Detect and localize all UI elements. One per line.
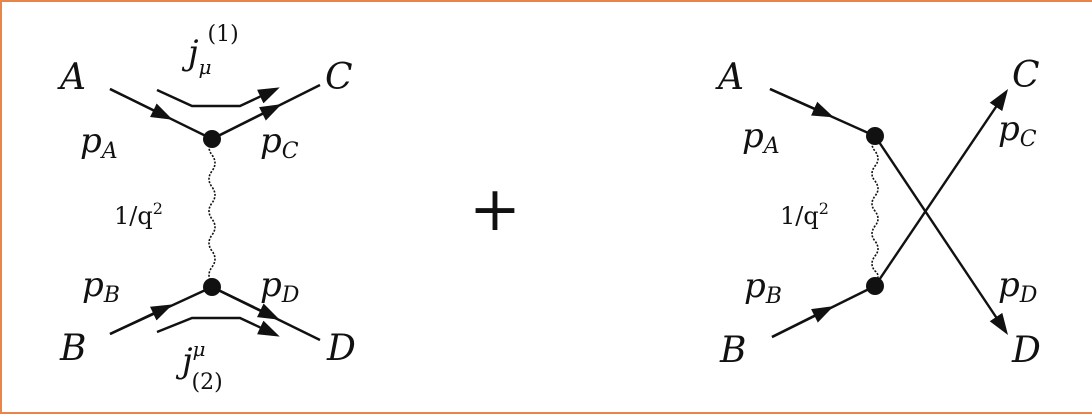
- momentum-pc: pC: [260, 121, 299, 164]
- propagator-label-left: 1/q2: [114, 199, 163, 230]
- arrow-b-right: [771, 306, 834, 339]
- vertex-top-right: [866, 127, 884, 145]
- momentum-pb: pB: [82, 265, 120, 308]
- photon-propagator-right: [871, 135, 879, 287]
- current-arrow-bottom: [156, 316, 280, 337]
- vertex-bottom: [203, 278, 221, 296]
- momentum-pc-right: pC: [998, 109, 1037, 152]
- label-a: A: [57, 57, 86, 98]
- arrow-b: [109, 304, 173, 336]
- line-to-d: [874, 135, 1009, 335]
- label-a-right: A: [715, 57, 744, 98]
- label-c: C: [325, 57, 353, 98]
- plus-operator: +: [469, 172, 521, 245]
- vertex-top: [203, 130, 221, 148]
- arrow-d: [211, 285, 280, 320]
- current-top-label: jμ(1): [181, 22, 239, 79]
- photon-propagator: [208, 138, 216, 288]
- arrow-c: [211, 104, 282, 141]
- propagator-label-right: 1/q2: [780, 199, 829, 230]
- label-b-right: B: [719, 330, 746, 371]
- right-diagram: [769, 87, 1009, 339]
- label-c-right: C: [1012, 55, 1040, 96]
- momentum-pa: pA: [80, 121, 118, 164]
- momentum-pb-right: pB: [744, 266, 782, 309]
- label-d: D: [326, 328, 356, 369]
- left-diagram: [109, 83, 321, 342]
- current-bottom-label: jμ(2): [175, 337, 223, 395]
- arrow-a: [109, 87, 173, 120]
- label-b: B: [59, 328, 86, 369]
- current-arrow-top: [156, 87, 280, 108]
- line-to-c: [874, 89, 1009, 287]
- arrow-a-right: [769, 87, 834, 118]
- momentum-pd: pD: [260, 265, 300, 308]
- momentum-pa-right: pA: [742, 116, 780, 159]
- label-d-right: D: [1011, 330, 1041, 371]
- momentum-pd-right: pD: [998, 265, 1038, 308]
- vertex-bottom-right: [866, 277, 884, 295]
